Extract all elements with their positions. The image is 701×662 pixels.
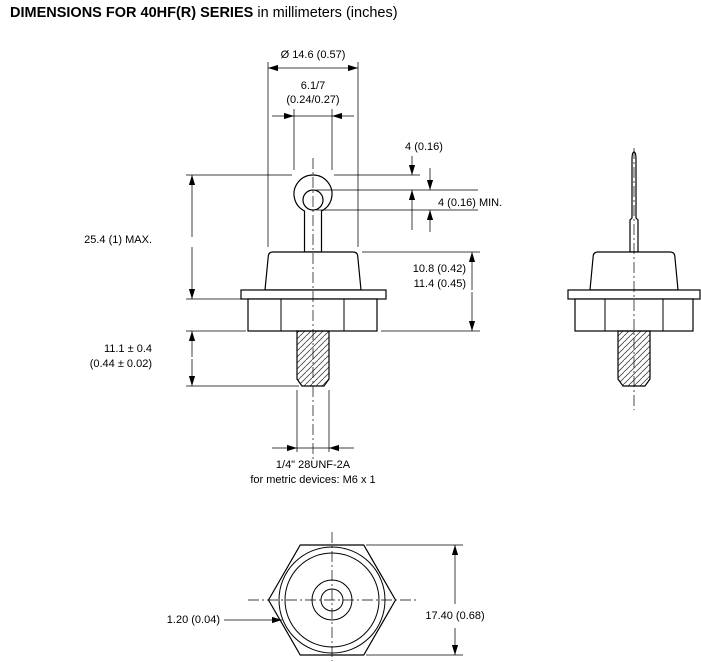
label-terminal-width-mm: 6.1/7 (301, 80, 325, 92)
flange (240, 289, 387, 300)
body-cap (264, 251, 362, 291)
terminal-lug (293, 174, 333, 253)
page-title: DIMENSIONS FOR 40HF(R) SERIES in millime… (10, 5, 398, 21)
dimension-lines (188, 64, 476, 655)
dimension-labels: Ø 14.6 (0.57) 6.1/7 (0.24/0.27) 4 (0.16)… (84, 49, 502, 626)
label-thread-spec: 1/4" 28UNF-2A (276, 459, 351, 471)
label-rim-width: 1.20 (0.04) (167, 614, 220, 626)
bottom-view (248, 532, 416, 661)
title-units-note: in millimeters (inches) (253, 5, 398, 21)
label-terminal-width-in: (0.24/0.27) (286, 94, 339, 106)
label-overall-height: 25.4 (1) MAX. (84, 234, 152, 246)
title-series-name: DIMENSIONS FOR 40HF(R) SERIES (10, 5, 254, 21)
label-stud-length-mm: 11.1 ± 0.4 (104, 343, 152, 355)
label-body-height-min: 10.8 (0.42) (413, 263, 466, 275)
side-view (567, 148, 701, 410)
label-thread-metric: for metric devices: M6 x 1 (250, 474, 375, 486)
front-view (240, 158, 387, 462)
label-hole-diameter: 4 (0.16) MIN. (438, 197, 502, 209)
label-body-diameter: Ø 14.6 (0.57) (281, 49, 346, 61)
label-stud-length-in: (0.44 ± 0.02) (90, 358, 152, 370)
label-hex-across-flats: 17.40 (0.68) (425, 610, 484, 622)
extension-lines (186, 62, 480, 656)
hex-base (247, 298, 378, 332)
label-body-height-max: 11.4 (0.45) (414, 278, 466, 290)
label-hole-offset: 4 (0.16) (405, 141, 443, 153)
